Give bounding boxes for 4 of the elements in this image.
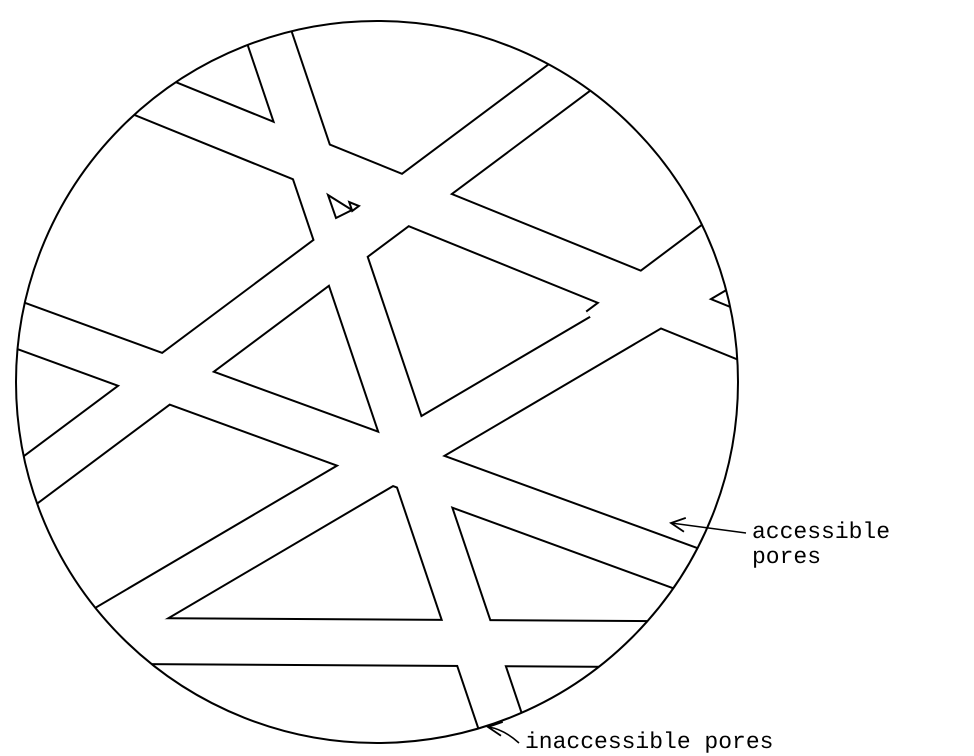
callout-label: accessible pores (752, 519, 890, 570)
leader-line (669, 517, 746, 534)
callout-label: inaccessible pores (525, 729, 774, 755)
leader-line (486, 721, 520, 744)
